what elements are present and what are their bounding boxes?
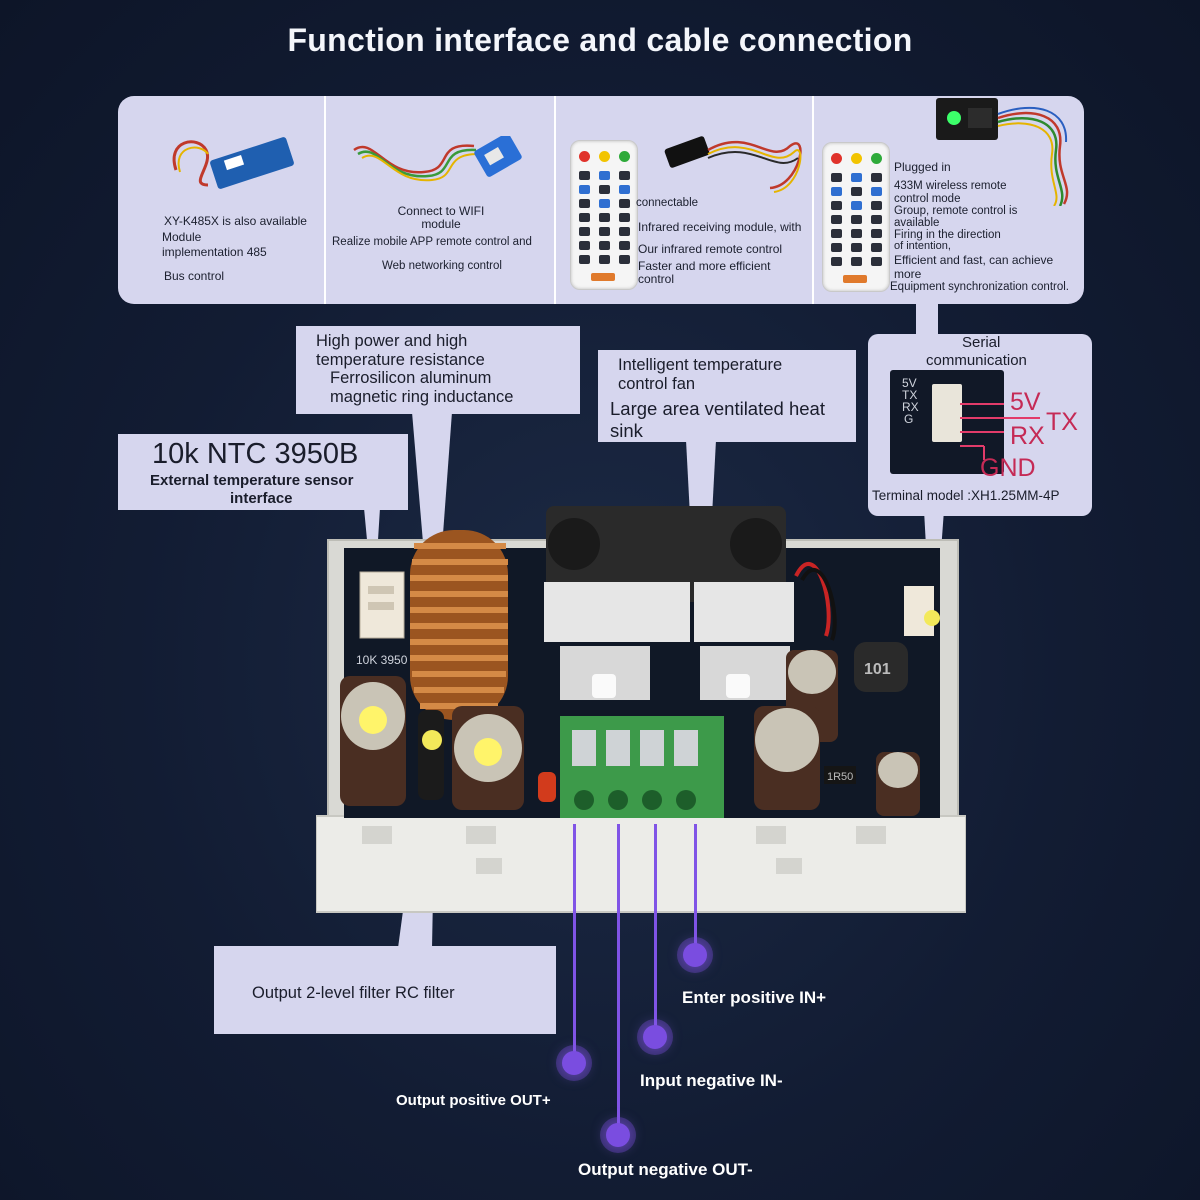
serial-pin-5v: 5V [1010, 388, 1041, 416]
board-label-5v: 5V [902, 376, 917, 390]
ir-line4: Faster and more efficient [638, 259, 771, 273]
wire-in-pos [694, 824, 697, 954]
panel-433m: Plugged in 433M wireless remote control … [812, 96, 1084, 304]
feature-strip: XY-K485X is also available Module implem… [118, 96, 1084, 304]
rs485-line4: Bus control [164, 269, 225, 283]
page-title: Function interface and cable connection [287, 22, 913, 58]
ir-remote-image [570, 140, 638, 290]
wifi-line3: Realize mobile APP remote control and [332, 236, 532, 248]
serial-pin-wires [960, 403, 1040, 460]
wl-line5: available [894, 217, 940, 229]
serial-title1: Serial [962, 334, 1001, 351]
callout-fan: Intelligent temperature control fan Larg… [598, 350, 856, 442]
ir-line1: connectable [636, 197, 699, 209]
label-out-pos: Output positive OUT+ [396, 1092, 551, 1109]
board-label-g: G [904, 412, 914, 426]
inductor-line2: temperature resistance [316, 351, 485, 369]
rs485-line3: implementation 485 [162, 245, 267, 259]
power-module-image: 10K 3950 101 [316, 506, 966, 913]
panel-rs485: XY-K485X is also available Module implem… [118, 96, 324, 304]
wl-line3: control mode [894, 193, 961, 205]
in-pos-marker [683, 943, 707, 967]
wl-line10: Equipment synchronization control. [890, 281, 1069, 293]
filter-text: Output 2-level filter RC filter [252, 984, 455, 1002]
callout-filter: Output 2-level filter RC filter [214, 946, 556, 1034]
wifi-line1: Connect to WIFI [397, 204, 485, 218]
wire-out-pos [573, 824, 576, 1062]
wifi-line4: Web networking control [382, 260, 502, 272]
rs485-module-image [172, 137, 294, 189]
ir-line2: Infrared receiving module, with [638, 220, 802, 234]
wire-out-neg [617, 824, 620, 1134]
label-in-pos: Enter positive IN+ [682, 988, 827, 1007]
leader-433m-serial [916, 304, 938, 338]
inductor-line1: High power and high [316, 332, 468, 350]
ntc-line1: External temperature sensor [150, 472, 354, 489]
in-neg-marker [643, 1025, 667, 1049]
ir-line5: control [638, 272, 675, 286]
rs485-line1: XY-K485X is also available [164, 214, 307, 228]
fan-line4: sink [610, 420, 643, 441]
panel-infrared: connectable Infrared receiving module, w… [554, 96, 814, 304]
inductor-line3: Ferrosilicon aluminum [330, 369, 492, 387]
wl-line9: more [894, 267, 922, 281]
resistor-marking: 1R50 [827, 771, 853, 783]
433m-module-image [936, 98, 1069, 206]
callout-ntc: 10k NTC 3950B External temperature senso… [118, 434, 408, 510]
ntc-line2: interface [230, 490, 293, 507]
callout-serial: Serial communication 5V TX RX G 5V TX RX… [868, 334, 1092, 516]
serial-title2: communication [926, 352, 1027, 369]
callout-inductor: High power and high temperature resistan… [296, 326, 580, 414]
serial-pin-rx: RX [1010, 422, 1045, 450]
board-label-tx: TX [902, 388, 918, 402]
wifi-module-image [353, 136, 522, 182]
xh-connector-image [932, 384, 962, 442]
wl-line1: Plugged in [894, 160, 951, 174]
rs485-line2: Module [162, 230, 202, 244]
inductor-line4: magnetic ring inductance [330, 388, 514, 406]
ir-receiver-image [664, 136, 802, 193]
fan-line2: control fan [618, 375, 696, 393]
wl-line2: 433M wireless remote [894, 180, 1007, 192]
wl-line7: of intention, [894, 240, 951, 252]
label-in-neg: Input negative IN- [640, 1071, 783, 1090]
wl-line8: Efficient and fast, can achieve [894, 253, 1054, 267]
fan-line1: Intelligent temperature [618, 356, 783, 374]
board-label-rx: RX [902, 400, 919, 414]
wire-in-neg [654, 824, 657, 1036]
out-pos-marker [562, 1051, 586, 1075]
serial-terminal-model: Terminal model :XH1.25MM-4P [872, 488, 1060, 503]
wl-line4: Group, remote control is [894, 205, 1018, 217]
wifi-line2: module [421, 217, 461, 231]
ntc-model: 10k NTC 3950B [152, 438, 359, 470]
serial-pin-gnd: GND [980, 454, 1036, 482]
label-out-neg: Output negative OUT- [578, 1160, 753, 1179]
coil-marking: 101 [864, 661, 891, 678]
ntc-silkscreen: 10K 3950 [356, 653, 408, 667]
out-neg-marker [606, 1123, 630, 1147]
panel-wifi: Connect to WIFI module Realize mobile AP… [324, 96, 556, 304]
wl-line6: Firing in the direction [894, 229, 1001, 241]
serial-pin-tx: TX [1046, 408, 1078, 436]
fan-line3: Large area ventilated heat [610, 398, 825, 419]
ir-line3: Our infrared remote control [638, 242, 783, 256]
wireless-remote-image [822, 142, 890, 292]
